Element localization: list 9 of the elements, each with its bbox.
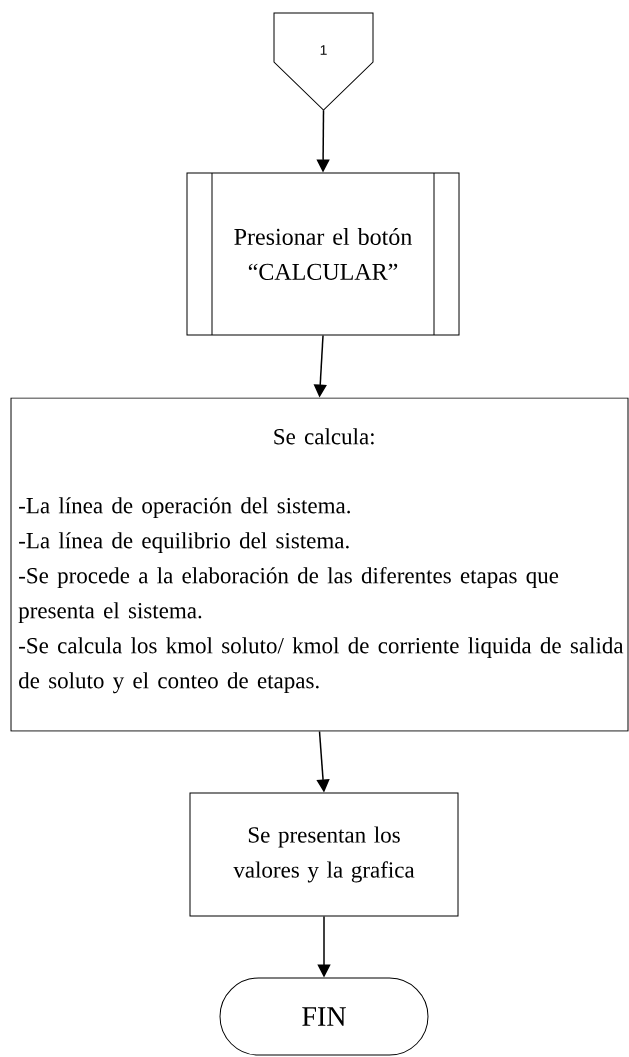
off-page-connector: 1 (273, 12, 374, 111)
predefined-process-box: Presionar el botón “CALCULAR” (186, 172, 460, 336)
list-item: -Se calcula los kmol soluto/ kmol de corriente liquida de salida de soluto y el conteo de etapas. (19, 637, 624, 694)
heading-text: Se calcula: (274, 428, 374, 445)
process-box: Se presentan los valores y la grafica (189, 792, 459, 917)
list-item: -La línea de equilibrio del sistema. (19, 532, 349, 554)
list-item: -La línea de operación del sistema. (19, 497, 350, 519)
list-item: -Se procede a la elaboración de las diferentes etapas que presenta el sistema. (18, 566, 559, 624)
process-box (10, 397, 629, 732)
